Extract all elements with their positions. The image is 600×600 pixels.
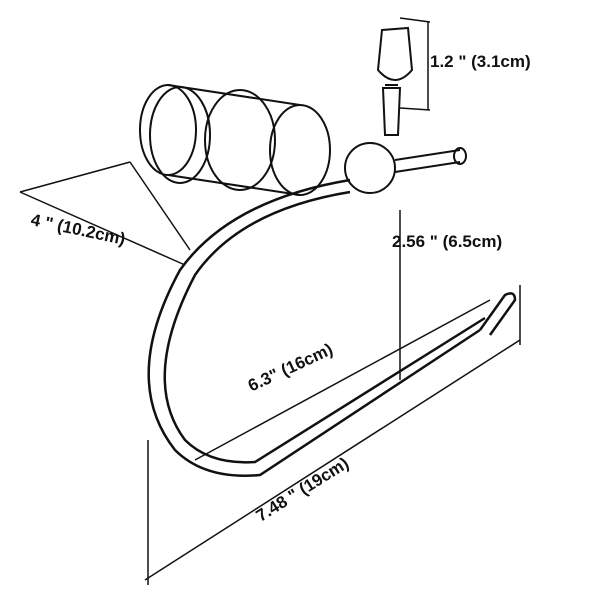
dimension-lines bbox=[19, 17, 521, 585]
post-height-label: 1.2 " (3.1cm) bbox=[430, 52, 531, 71]
holder-arm bbox=[147, 178, 517, 477]
crystal-post bbox=[344, 26, 467, 194]
drop-label: 2.56 " (6.5cm) bbox=[392, 232, 503, 251]
wall-mount-rosette bbox=[139, 84, 331, 196]
